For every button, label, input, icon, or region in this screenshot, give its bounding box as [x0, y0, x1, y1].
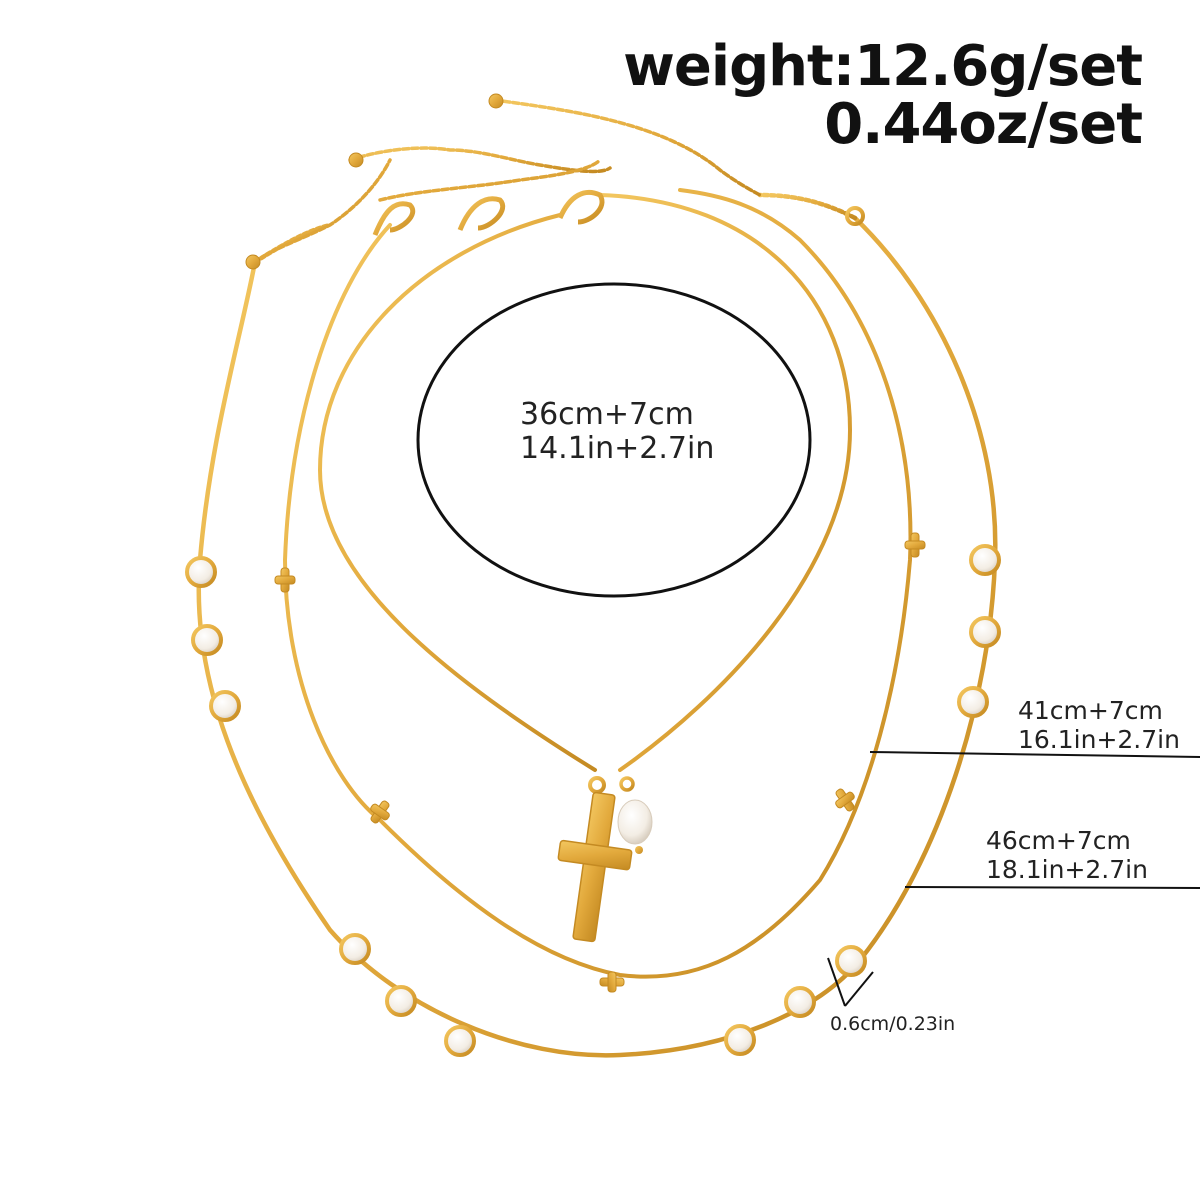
short-chain-size-label: 36cm+7cm 14.1in+2.7in: [520, 398, 714, 466]
cross-pendant: [557, 776, 633, 943]
middle-chain-in: 16.1in+2.7in: [1018, 725, 1180, 754]
weight-label: weight:12.6g/set 0.44oz/set: [623, 34, 1143, 157]
clasp-balls: [245, 93, 865, 270]
long-chain-size-label: 46cm+7cm 18.1in+2.7in: [986, 826, 1148, 884]
long-chain-leader-line: [904, 886, 1200, 889]
lobster-clasps: [372, 189, 605, 236]
middle-chain-leader-line: [869, 751, 1200, 758]
middle-cross-chain: [282, 188, 913, 979]
long-chain-in: 18.1in+2.7in: [986, 855, 1148, 884]
middle-chain-cm: 41cm+7cm: [1018, 696, 1163, 725]
extender-chains: [253, 98, 762, 264]
pearl-drop-pendant: [617, 776, 653, 854]
weight-grams: weight:12.6g/set: [623, 34, 1143, 99]
bead-width-indicator: [827, 957, 874, 1007]
long-chain-cm: 46cm+7cm: [986, 826, 1131, 855]
weight-ounces: 0.44oz/set: [824, 92, 1143, 157]
size-ellipse: [416, 282, 812, 598]
middle-chain-size-label: 41cm+7cm 16.1in+2.7in: [1018, 696, 1180, 754]
pearl-beads: [185, 544, 1001, 1057]
short-cross-chain: [317, 193, 853, 772]
short-chain-in: 14.1in+2.7in: [520, 431, 715, 466]
short-chain-cm: 36cm+7cm: [520, 397, 694, 432]
bead-width-label: 0.6cm/0.23in: [830, 1013, 956, 1035]
cross-links: [274, 532, 926, 993]
